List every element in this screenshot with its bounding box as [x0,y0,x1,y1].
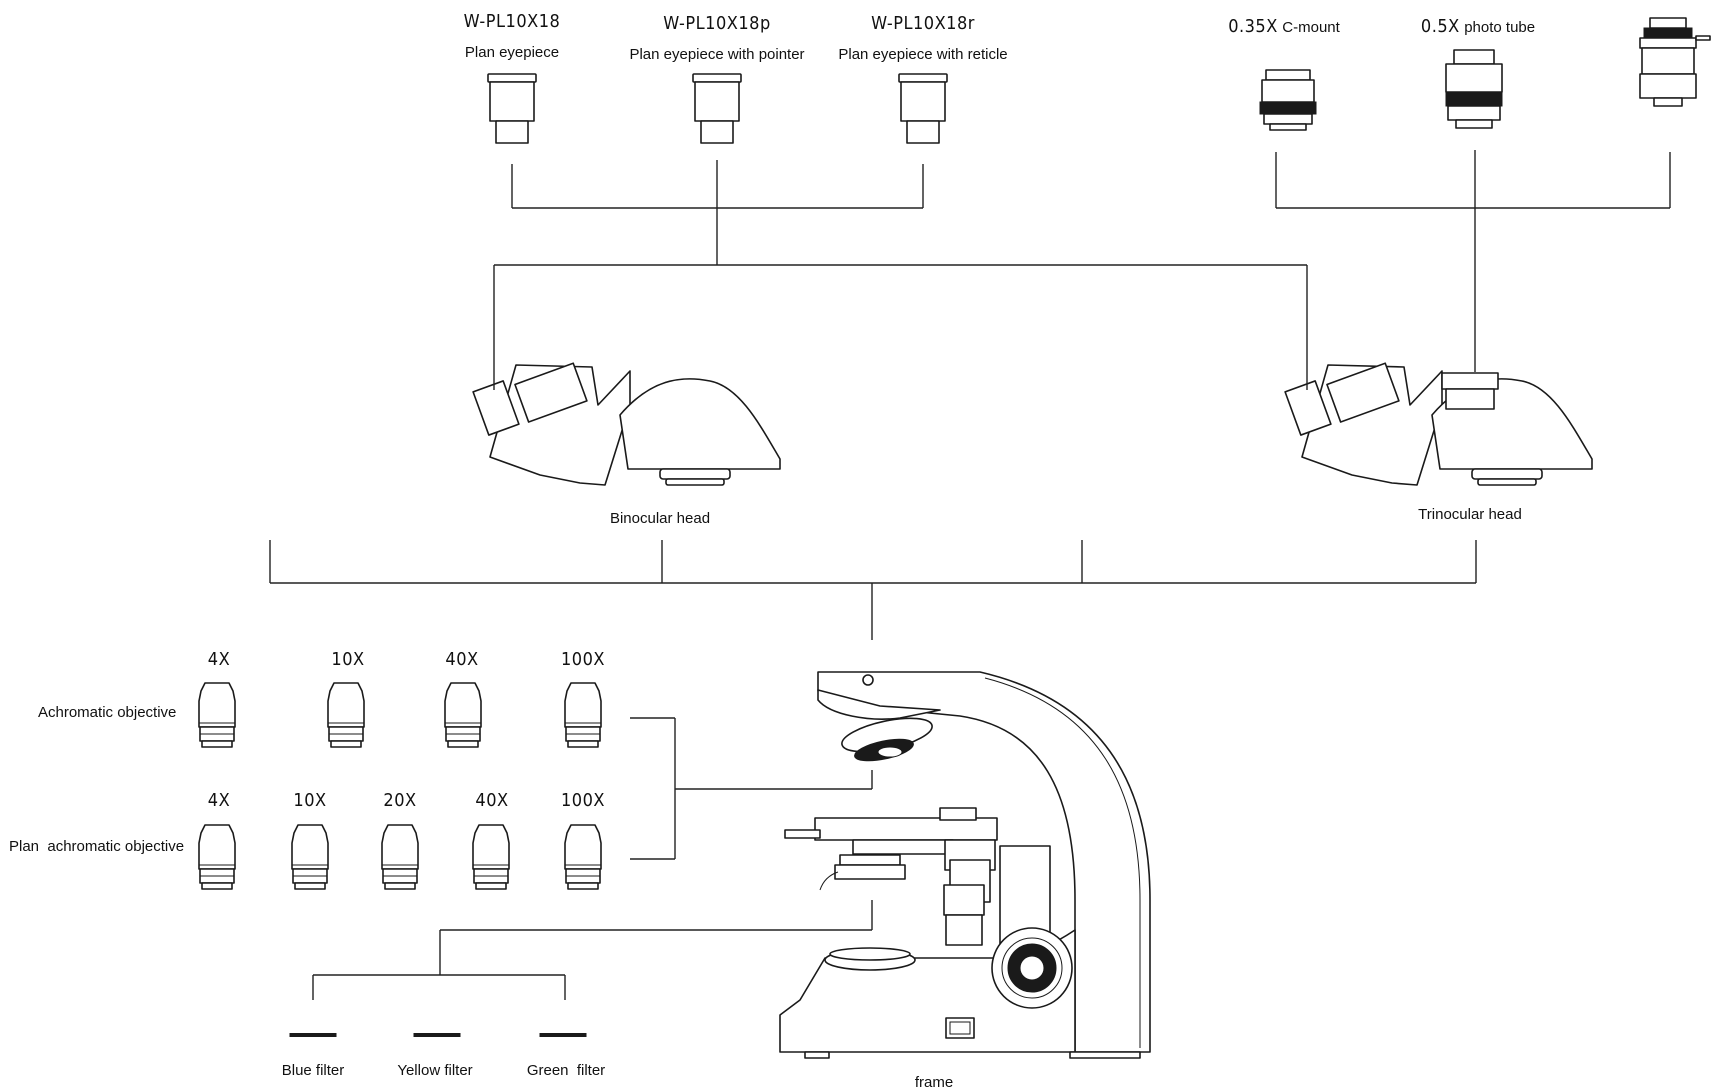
eyepiece-name-plan: Plan eyepiece [464,44,560,61]
objective-connector [630,717,873,860]
trinocular-head-label: Trinocular head [1418,506,1522,523]
plan-10x-mag: 10X [293,790,327,811]
achromatic-10x-mag: 10X [331,649,365,670]
camera-connector [1275,150,1671,372]
objective-plan-20x-icon [381,824,419,890]
objective-plan-4x-icon [198,824,236,890]
trinocular-head-icon [1284,362,1593,486]
eyepiece-code-plan: W-PL10X18 [463,11,561,32]
objective-plan-10x-icon [291,824,329,890]
photo-tube-mag: 0.5X [1420,16,1460,37]
green-filter-label: Green filter [526,1062,606,1079]
eyepiece-code-reticle: W-PL10X18r [871,13,975,34]
photo-tube-name: photo tube [1464,19,1536,36]
blue-filter-label: Blue filter [281,1062,345,1079]
filter-connector [312,900,873,1000]
achromatic-100x-mag: 100X [561,649,605,670]
binocular-head-icon [472,362,781,486]
c-mount-name: C-mount [1282,19,1340,36]
achromatic-4x-mag: 4X [207,649,231,670]
eyepiece-reticle-icon [898,73,948,144]
microscope-frame-icon [779,671,1151,1059]
plan-achromatic-objective-label: Plan achromatic objective [9,838,185,855]
achromatic-40x-mag: 40X [445,649,479,670]
yellow-filter-icon [413,1033,461,1037]
plan-4x-mag: 4X [207,790,231,811]
objective-achromatic-100x-icon [564,682,602,748]
c-mount-mag: 0.35X [1228,16,1278,37]
green-filter-icon [539,1033,587,1037]
objective-plan-100x-icon [564,824,602,890]
objective-achromatic-40x-icon [444,682,482,748]
achromatic-objective-label: Achromatic objective [38,704,177,721]
plan-40x-mag: 40X [475,790,509,811]
yellow-filter-label: Yellow filter [397,1062,473,1079]
eyepiece-pointer-icon [692,73,742,144]
camera-adapter-icon [1639,17,1711,107]
eyepiece-name-reticle: Plan eyepiece with reticle [838,46,1008,63]
blue-filter-icon [289,1033,337,1037]
objective-plan-40x-icon [472,824,510,890]
objective-achromatic-10x-icon [327,682,365,748]
c-mount-icon [1259,69,1317,131]
eyepiece-connector [493,160,1308,390]
eyepiece-code-pointer: W-PL10X18p [663,13,771,34]
c-mount-label: 0.35X C-mount [1228,18,1340,37]
frame-label: frame [914,1074,954,1091]
binocular-head-label: Binocular head [609,510,711,527]
plan-20x-mag: 20X [383,790,417,811]
photo-tube-label: 0.5X photo tube [1421,18,1535,37]
objective-achromatic-4x-icon [198,682,236,748]
head-connector [269,540,1477,640]
eyepiece-plan-icon [487,73,537,144]
plan-100x-mag: 100X [561,790,605,811]
eyepiece-name-pointer: Plan eyepiece with pointer [629,46,805,63]
photo-tube-icon [1445,49,1503,129]
